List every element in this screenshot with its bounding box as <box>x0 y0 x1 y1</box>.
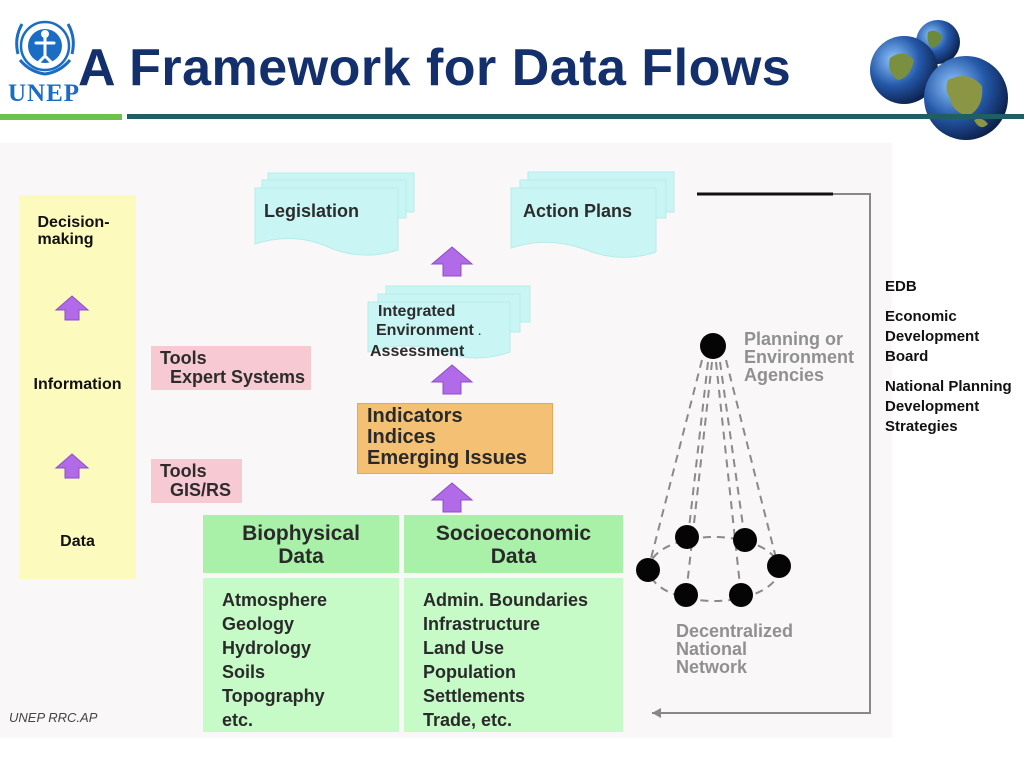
network-node <box>733 528 757 552</box>
socioeconomic-data-list <box>404 578 623 732</box>
network-node <box>729 583 753 607</box>
iea-document-icon <box>367 285 531 359</box>
network-nodes <box>636 333 791 607</box>
list-item: Admin. Boundaries <box>423 590 589 610</box>
agencies-label: Planning or Environment Agencies <box>744 329 855 385</box>
list-item: Atmosphere <box>222 590 328 610</box>
legend-acronym: EDB <box>885 278 917 295</box>
action-plans-label: Action Plans <box>523 201 633 221</box>
iea-mark: . <box>478 327 482 338</box>
list-item: Hydrology <box>222 638 312 658</box>
information-label: Information <box>33 376 122 393</box>
up-arrow-icon <box>54 453 90 479</box>
decision-making-label: Decision-making <box>37 214 110 248</box>
network-label: Decentralized National Network <box>676 621 794 677</box>
list-item: Population <box>423 662 516 682</box>
list-item: Settlements <box>423 686 526 706</box>
socioeconomic-items: Admin. Boundaries Infrastructure Land Us… <box>423 588 588 732</box>
acronym-legend: EDB Economic Development Board National … <box>885 277 1020 437</box>
up-arrow-icon <box>430 364 474 395</box>
un-emblem-icon <box>15 20 75 76</box>
unep-logo <box>8 10 82 110</box>
action-plans-document-icon <box>510 171 675 258</box>
levels-column <box>19 195 136 579</box>
up-arrow-icon <box>54 295 90 321</box>
list-item: Topography <box>222 686 325 706</box>
list-item: Land Use <box>423 638 505 658</box>
network-links <box>647 359 780 602</box>
indicators-label: Indicators Indices Emerging Issues <box>367 405 528 469</box>
list-item: Infrastructure <box>423 614 541 634</box>
data-label: Data <box>60 533 95 550</box>
list-item: Geology <box>222 614 295 634</box>
list-item: Trade, etc. <box>423 710 513 730</box>
network-node <box>767 554 791 578</box>
biophysical-items: Atmosphere Geology Hydrology Soils Topog… <box>222 588 327 732</box>
up-arrow-icon <box>430 246 474 277</box>
indicators-box <box>357 403 553 474</box>
tools-expert-systems-box <box>151 346 311 390</box>
unep-logo-text: UNEP <box>8 80 81 107</box>
page-title: A Framework for Data Flows <box>78 39 792 97</box>
biophysical-data-header: Biophysical Data <box>203 515 399 573</box>
network-node <box>636 558 660 582</box>
biophysical-data-list <box>203 578 399 732</box>
iea-label: Integrated Environment . Assessment <box>370 303 482 360</box>
legislation-label: Legislation <box>264 201 360 221</box>
list-item: etc. <box>222 710 254 730</box>
legend-national-planning: National Planning Development Strategies <box>885 378 1012 435</box>
tools-gis-label: Tools GIS/RS <box>160 461 232 500</box>
up-arrow-icon <box>430 482 474 513</box>
tools-expert-systems-label: Tools Expert Systems <box>160 348 306 387</box>
globes-image <box>870 20 1020 140</box>
legend-edb-expansion: Economic Development Board <box>885 308 980 365</box>
feedback-connector <box>652 192 871 718</box>
socioeconomic-data-header: Socioeconomic Data <box>404 515 623 573</box>
network-node <box>675 525 699 549</box>
agency-node <box>700 333 726 359</box>
footer-credit: UNEP RRC.AP <box>9 710 98 725</box>
legislation-document-icon <box>254 172 415 256</box>
header-divider-teal <box>127 114 1024 119</box>
header-divider-green <box>0 114 122 120</box>
list-item: Soils <box>222 662 266 682</box>
network-node <box>674 583 698 607</box>
tools-gis-box <box>151 459 242 503</box>
